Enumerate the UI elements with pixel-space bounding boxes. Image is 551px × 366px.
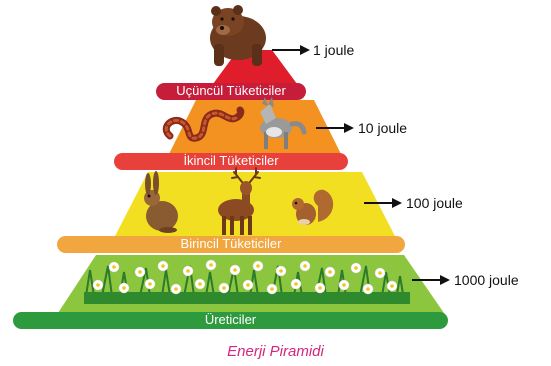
bear-icon: [210, 5, 266, 66]
level-body-secondary: [166, 100, 344, 160]
level-label-primary: Birincil Tüketiciler: [57, 235, 405, 253]
energy-value-tertiary: 1 joule: [313, 41, 354, 59]
arrow-right-icon: [272, 45, 310, 55]
energy-value-producers: 1000 joule: [454, 271, 519, 289]
diagram-caption: Enerji Piramidi: [0, 343, 551, 360]
level-label-tertiary: Uçüncül Tüketiciler: [156, 82, 306, 100]
level-label-producers: Üreticiler: [13, 311, 448, 329]
energy-value-secondary: 10 joule: [358, 119, 407, 137]
energy-value-primary: 100 joule: [406, 194, 463, 212]
level-label-secondary: İkincil Tüketiciler: [114, 152, 348, 170]
